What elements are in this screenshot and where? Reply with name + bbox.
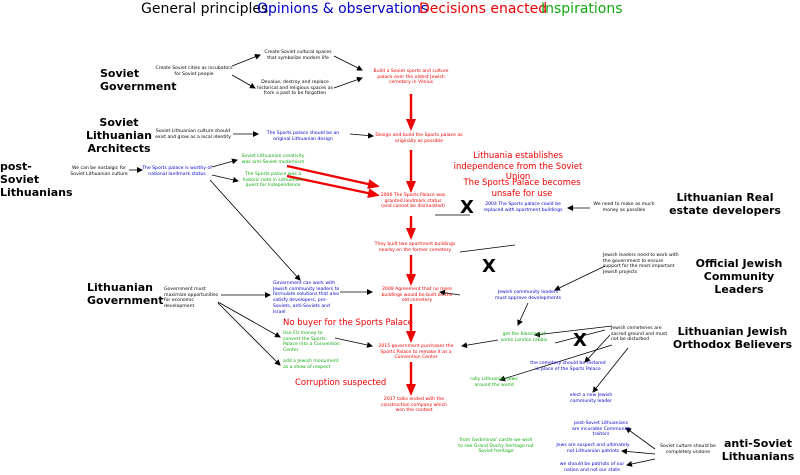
node-palace-historic-note: The Sports palace was a historic note in… (242, 172, 304, 189)
node-elect-leader: elect a new Jewish community leader (569, 393, 613, 404)
node-landmark-status: 2006 The Sports Palace was granted landm… (380, 193, 446, 210)
node-eu-money: Use EU money to convert the Sports Palac… (283, 331, 341, 354)
node-cemeteries-sacred: Jewish cemeteries are sacred ground and … (611, 326, 668, 343)
node-design-build: Design and build the Sports palace as or… (375, 133, 463, 144)
node-apartments-2004: 2004 The Sports palace could be replaced… (483, 202, 563, 213)
blocked-marker-sacred: X (573, 330, 587, 351)
actor-post-soviet-lithuanians: post-Soviet Lithuanians (0, 160, 73, 199)
node-patriots: we should be patriots of our nation and … (559, 462, 625, 473)
legend-general-principles: General principles (141, 1, 269, 17)
blocked-marker-apartments: X (482, 256, 496, 277)
node-talks-2017: 2017 talks ended with the construction c… (380, 397, 448, 414)
actor-soviet-lithuanian-architects: Soviet Lithuanian Architects (86, 116, 152, 155)
legend-decisions-enacted: Decisions enacted (419, 1, 548, 17)
node-cemetery-restored: the cemetery should be restored in place… (530, 361, 606, 372)
node-add-monument: add a Jewish monument as a show of respe… (283, 359, 339, 370)
node-agreement-2009: 2009 Agreement that no more buildings wo… (381, 287, 453, 304)
node-unsafe: The Sports Palace becomes unsafe for use (463, 178, 581, 199)
black-arrows (129, 54, 656, 467)
node-jews-suspect: Jews are suspect and ultimately not Lith… (556, 443, 630, 454)
legend-inspirations: Inspirations (541, 1, 623, 17)
node-jewish-leaders-work: Jewish leaders need to work with the gov… (603, 253, 679, 276)
red-flow-arrows (286, 94, 416, 396)
node-build-palace: Build a Soviet sports and culture palace… (373, 69, 449, 86)
node-no-buyer: No buyer for the Sports Palace (283, 318, 413, 328)
node-soviet-cities: Create Soviet cities as incubators for S… (155, 66, 233, 77)
node-communist-traitors: post-Soviet Lithuanians are incurable Co… (572, 421, 630, 438)
actor-lithuanian-government: Lithuanian Government (87, 281, 164, 307)
node-landmark-worthy: The Sports palace is worthy of national … (142, 166, 212, 177)
actor-jewish-community-leaders: Official Jewish Community Leaders (695, 257, 783, 296)
node-gov-maximize: Government must maximize opportunities f… (164, 287, 219, 310)
blocked-marker-landmark: X (460, 197, 474, 218)
node-rabbi-blessing: get the blessing of some London rabbis (500, 332, 548, 343)
node-culture-undone: Soviet culture should be completely undo… (660, 444, 716, 455)
node-apartment-buildings: They built two apartment buildings nearb… (374, 242, 456, 253)
actor-soviet-government: Soviet Government (100, 67, 177, 93)
node-creativity-modernism: Soviet Lithuanian creativity was anti-So… (241, 154, 305, 165)
actor-real-estate-developers: Lithuanian Real estate developers (669, 191, 781, 217)
node-devalue-destroy: Devalue, destroy and replace historical … (256, 80, 333, 97)
legend-opinions-observations: Opinions & observations (257, 1, 429, 17)
node-approve-developments: Jewish community leaders must approve de… (495, 290, 561, 301)
actor-orthodox-believers: Lithuanian Jewish Orthodox Believers (672, 325, 793, 351)
blocked-arrows (435, 214, 606, 344)
node-soviet-cultural-spaces: Create Soviet cultural spaces that symbo… (264, 50, 332, 61)
node-corruption: Corruption suspected (295, 378, 387, 388)
node-nostalgic: We can be nostalgic for Soviet Lithuania… (70, 166, 128, 177)
node-palace-original-design: The Sports palace should be an original … (266, 131, 340, 142)
actor-anti-soviet-lithuanians: anti-Soviet Lithuanians (721, 437, 795, 463)
node-purchase-2015: 2015 government purchases the Sports Pal… (378, 344, 454, 361)
node-independence: Lithuania establishes independence from … (453, 151, 583, 183)
node-gediminas: from Gediminas' castle we wish to see Gr… (458, 438, 534, 455)
node-lt-culture-local: Soviet Lithuanian culture should exist a… (155, 129, 231, 140)
node-rally-jews: rally Lithuanian Jews around the world (470, 377, 518, 388)
node-make-money: We need to make as much money as possibl… (593, 202, 655, 213)
node-gov-can-work: Government can work with Jewish communit… (273, 281, 340, 315)
